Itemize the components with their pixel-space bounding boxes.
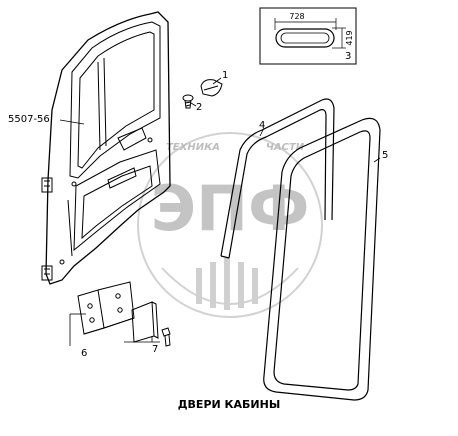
leader-part-5	[373, 157, 381, 163]
inset-height-dim: 419	[345, 30, 354, 45]
part-1-cap	[200, 79, 223, 97]
leader-part-4	[259, 127, 265, 137]
leader-assembly	[59, 119, 85, 125]
part-7-plate	[131, 301, 159, 343]
callout-4: 4	[259, 120, 265, 131]
callout-2: 2	[196, 102, 202, 113]
leader-part-1	[212, 77, 222, 85]
callout-6: 6	[81, 348, 87, 359]
leader-part-2	[190, 102, 197, 107]
watermark-ring	[137, 132, 323, 318]
watermark-left-word: ТЕХНИКА	[166, 142, 220, 153]
inset-slot	[275, 28, 335, 48]
part-6-bracket	[77, 281, 135, 335]
inset-frame	[259, 7, 357, 65]
callout-3: 3	[345, 51, 351, 62]
callout-assembly: 5507-56	[8, 114, 50, 125]
part-7-bolt-icon	[161, 327, 171, 347]
inset-detail-3: 728 419 3	[259, 7, 357, 65]
watermark-wheat-icon	[196, 258, 258, 310]
inset-width-dim: 728	[289, 12, 304, 21]
part-2-screw-icon	[182, 94, 194, 109]
door-panel	[41, 11, 171, 285]
callout-5: 5	[382, 150, 388, 161]
leader-lines	[59, 77, 381, 346]
part-5-door-seal	[263, 117, 381, 401]
callout-7: 7	[152, 344, 158, 355]
diagram-caption: ДВЕРИ КАБИНЫ	[177, 398, 281, 411]
callout-1: 1	[222, 70, 228, 81]
part-4-glass-run	[220, 98, 335, 259]
watermark: ЭПФ ТЕХНИКА ЧАСТИ	[137, 132, 323, 318]
watermark-right-word: ЧАСТИ	[266, 142, 305, 153]
